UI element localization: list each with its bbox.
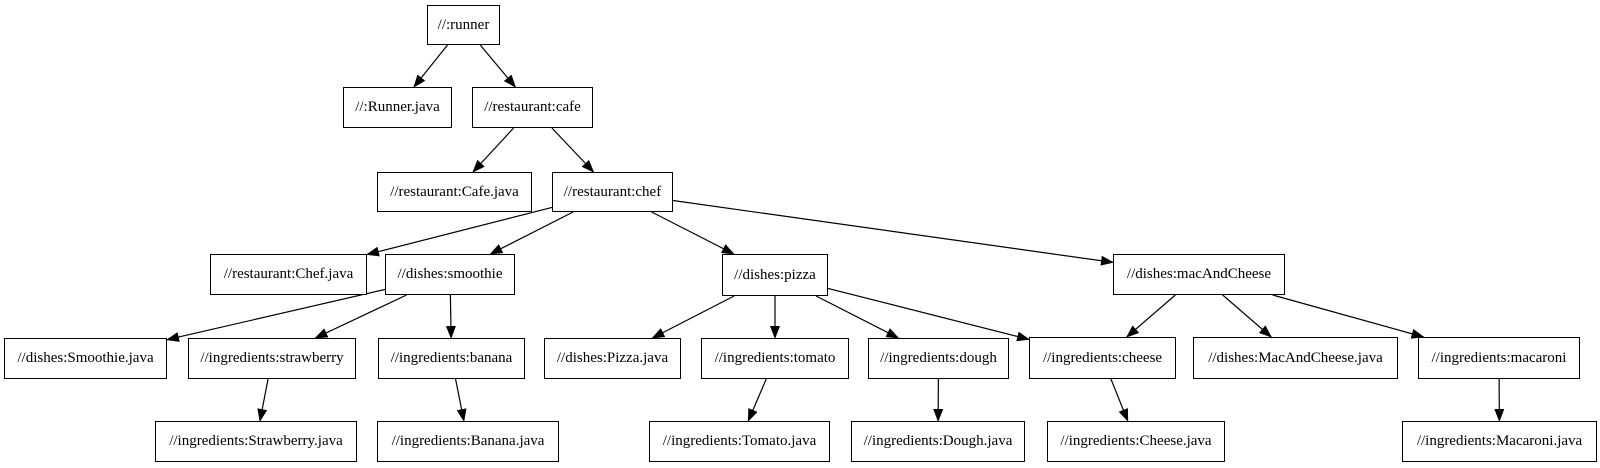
edge-cafe-to-cafe_java bbox=[472, 127, 515, 173]
graph-node-chef: //restaurant:chef bbox=[552, 172, 673, 212]
graph-node-runner_java: //:Runner.java bbox=[343, 87, 452, 128]
edge-macandcheese-to-cheese bbox=[1126, 294, 1176, 338]
graph-node-macandcheese: //dishes:macAndCheese bbox=[1113, 254, 1285, 295]
graph-node-smoothie_java: //dishes:Smoothie.java bbox=[4, 338, 167, 379]
edge-smoothie-to-smoothie_java bbox=[166, 288, 386, 342]
graph-node-macaroni: //ingredients:macaroni bbox=[1418, 337, 1580, 379]
graph-node-dough: //ingredients:dough bbox=[868, 338, 1009, 379]
graph-node-macaroni_java: //ingredients:Macaroni.java bbox=[1402, 421, 1597, 462]
edge-chef-to-smoothie bbox=[489, 211, 574, 255]
edge-cheese-to-cheese_java bbox=[1110, 378, 1129, 422]
edge-chef-to-chef_java bbox=[366, 206, 553, 257]
edge-smoothie-to-banana bbox=[445, 294, 456, 339]
edge-runner-to-runner_java bbox=[413, 44, 448, 88]
graph-node-cafe_java: //restaurant:Cafe.java bbox=[377, 172, 532, 212]
graph-node-cafe: //restaurant:cafe bbox=[472, 87, 593, 128]
edge-cafe-to-chef bbox=[551, 127, 595, 173]
edge-pizza-to-pizza_java bbox=[651, 295, 735, 339]
graph-node-macandcheese_java: //dishes:MacAndCheese.java bbox=[1193, 337, 1398, 379]
edge-macandcheese-to-macandcheese_java bbox=[1222, 294, 1272, 338]
graph-node-dough_java: //ingredients:Dough.java bbox=[851, 421, 1025, 462]
edge-pizza-to-dough bbox=[815, 295, 900, 339]
graph-node-smoothie: //dishes:smoothie bbox=[385, 254, 515, 295]
graph-node-pizza: //dishes:pizza bbox=[722, 254, 828, 296]
graph-node-tomato: //ingredients:tomato bbox=[701, 338, 849, 379]
graph-node-strawberry_java: //ingredients:Strawberry.java bbox=[155, 421, 357, 462]
graph-node-banana_java: //ingredients:Banana.java bbox=[377, 421, 559, 462]
edge-pizza-to-cheese bbox=[827, 287, 1030, 342]
graph-node-tomato_java: //ingredients:Tomato.java bbox=[649, 421, 830, 462]
graph-node-strawberry: //ingredients:strawberry bbox=[188, 338, 356, 379]
graph-node-chef_java: //restaurant:Chef.java bbox=[210, 254, 367, 295]
edge-banana-to-banana_java bbox=[454, 378, 467, 422]
edge-runner-to-cafe bbox=[479, 44, 516, 88]
graph-node-banana: //ingredients:banana bbox=[378, 338, 525, 379]
edge-macandcheese-to-macaroni bbox=[1272, 294, 1425, 339]
edge-tomato-to-tomato_java bbox=[747, 378, 767, 422]
graph-node-runner: //:runner bbox=[427, 5, 500, 45]
edge-strawberry-to-strawberry_java bbox=[257, 378, 269, 422]
edge-smoothie-to-strawberry bbox=[314, 294, 407, 339]
edge-chef-to-pizza bbox=[651, 211, 735, 255]
graph-node-cheese_java: //ingredients:Cheese.java bbox=[1047, 421, 1225, 462]
graph-node-cheese: //ingredients:cheese bbox=[1029, 337, 1176, 379]
graph-node-pizza_java: //dishes:Pizza.java bbox=[544, 338, 681, 379]
